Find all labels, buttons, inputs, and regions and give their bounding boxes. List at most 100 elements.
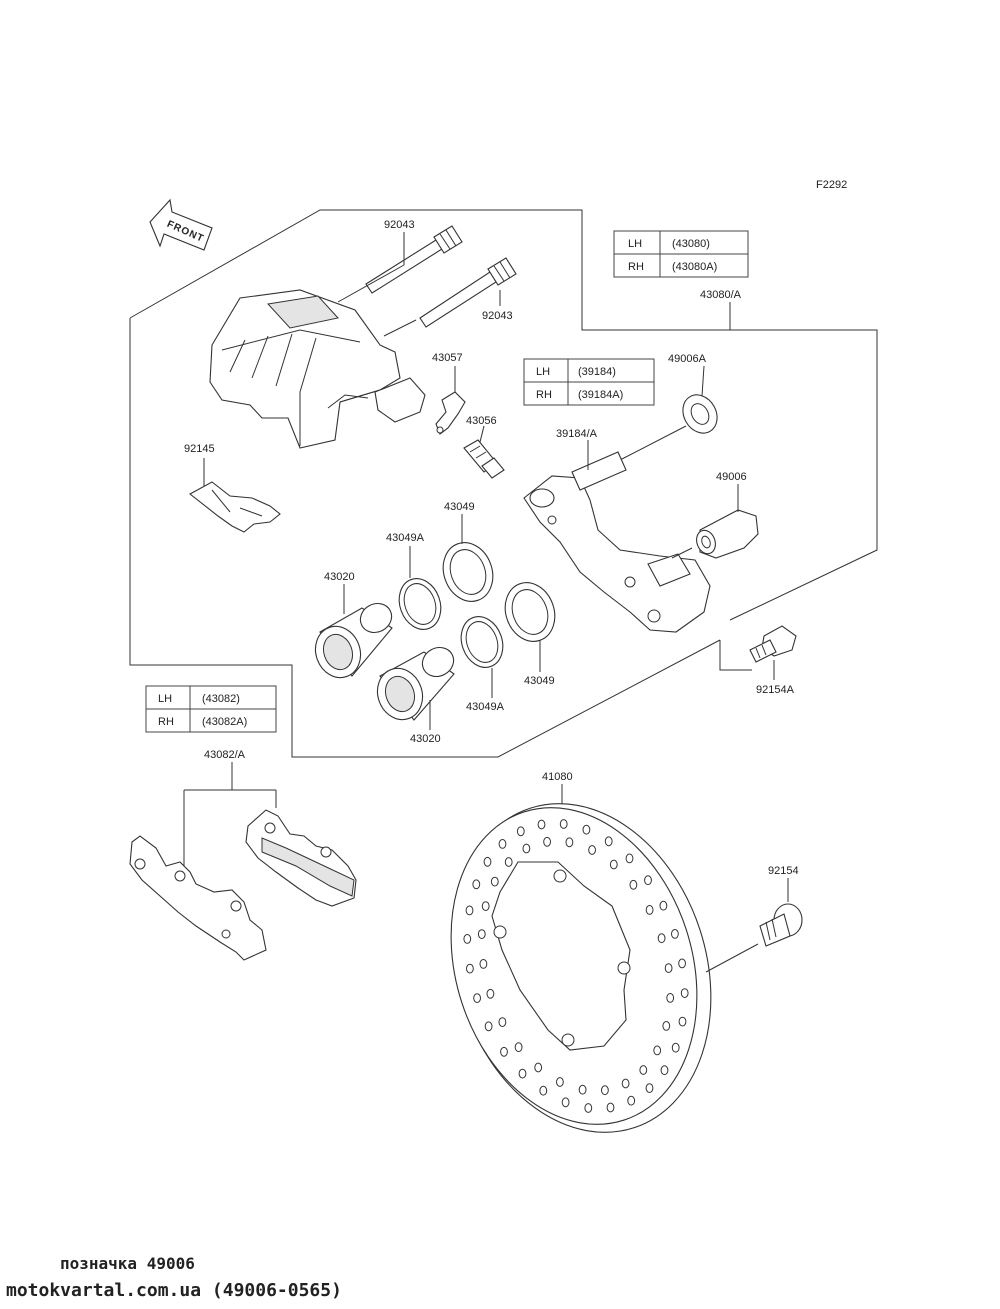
disc-vent-hole xyxy=(653,1045,662,1056)
callout-boot-large: 49006A xyxy=(668,353,707,365)
seal-right xyxy=(504,582,556,642)
disc-vent-hole xyxy=(584,1103,593,1113)
piston-upper xyxy=(314,602,393,679)
disc-vent-hole xyxy=(463,934,472,944)
callout-holder-bolt: 92154A xyxy=(756,684,795,696)
disc-vent-hole xyxy=(484,1021,493,1032)
table-pads-lh-part: (43082) xyxy=(202,693,240,705)
bleeder-cap xyxy=(435,391,466,435)
callout-spring-clip: 92145 xyxy=(184,443,215,455)
caliper-holder xyxy=(523,451,711,633)
callout-caliper-assy: 43080/A xyxy=(700,289,742,301)
disc-vent-hole xyxy=(660,1065,669,1076)
disc-bolt xyxy=(759,903,803,947)
disc-vent-hole xyxy=(625,853,634,864)
table-holder: LH (39184) RH (39184A) xyxy=(523,358,655,406)
disc-vent-hole xyxy=(588,845,596,855)
disc-vent-hole xyxy=(537,819,546,830)
disc-vent-hole xyxy=(504,857,513,867)
disc-vent-hole xyxy=(666,993,675,1003)
disc-vent-hole xyxy=(559,819,568,829)
table-caliper-rh-side: RH xyxy=(628,261,644,273)
disc-vent-hole xyxy=(514,1042,523,1053)
caliper-body xyxy=(209,289,426,449)
boot-small xyxy=(696,509,759,559)
bleeder-valve xyxy=(463,439,505,479)
seal-upper xyxy=(442,542,494,602)
callout-boot-small: 49006 xyxy=(716,471,747,483)
disc-vent-hole xyxy=(479,959,488,969)
disc-vent-hole xyxy=(680,988,689,998)
slide-pin-upper xyxy=(365,225,463,294)
front-arrow: FRONT xyxy=(149,198,213,251)
holder-bolt xyxy=(749,625,797,663)
disc-vent-hole xyxy=(472,879,481,890)
slide-pin-lower xyxy=(419,257,517,328)
disc-vent-hole xyxy=(671,929,679,939)
disc-vent-hole xyxy=(486,988,495,999)
table-caliper-lh-side: LH xyxy=(628,238,642,250)
disc-vent-hole xyxy=(561,1097,570,1108)
table-pads-rh-part: (43082A) xyxy=(202,716,247,728)
disc-vent-hole xyxy=(664,963,673,973)
disc-vent-hole xyxy=(543,836,551,847)
caliper-assembly-outline xyxy=(129,209,878,621)
seal-a-lower xyxy=(460,616,504,668)
disc-vent-hole xyxy=(601,1085,609,1096)
callout-disc: 41080 xyxy=(542,771,573,783)
table-pads-rh-side: RH xyxy=(158,716,174,728)
spring-clip xyxy=(189,481,281,533)
disc-vent-hole xyxy=(609,859,618,870)
boot-large xyxy=(682,394,718,434)
disc-vent-hole xyxy=(465,905,474,916)
figure-code: F2292 xyxy=(816,179,847,191)
disc-vent-hole xyxy=(578,1084,587,1095)
disc-vent-hole xyxy=(582,824,591,835)
brake-disc xyxy=(450,803,712,1133)
callout-piston-lower: 43020 xyxy=(410,733,441,745)
callout-piston-upper: 43020 xyxy=(324,571,355,583)
disc-vent-hole xyxy=(477,929,486,939)
disc-vent-hole xyxy=(621,1078,630,1089)
footer-caption: позначка 49006 xyxy=(60,1254,195,1273)
disc-vent-hole xyxy=(522,843,531,854)
disc-vent-hole xyxy=(466,963,474,974)
disc-vent-hole xyxy=(490,876,499,887)
table-holder-rh-side: RH xyxy=(536,389,552,401)
disc-vent-hole xyxy=(662,1021,671,1031)
disc-vent-hole xyxy=(473,993,482,1003)
table-caliper-lh-part: (43080) xyxy=(672,238,710,250)
seal-a-upper xyxy=(398,578,442,630)
disc-vent-holes xyxy=(463,819,689,1113)
table-pads: LH (43082) RH (43082A) xyxy=(145,685,277,733)
disc-vent-hole xyxy=(539,1085,548,1096)
callout-seal-a-lower: 43049A xyxy=(466,701,505,713)
disc-vent-hole xyxy=(639,1065,648,1075)
disc-vent-hole xyxy=(483,856,492,867)
table-holder-lh-part: (39184) xyxy=(578,366,616,378)
brake-pad-rear xyxy=(245,809,357,907)
table-holder-rh-part: (39184A) xyxy=(578,389,623,401)
callout-seal-upper: 43049 xyxy=(444,501,475,513)
table-pads-lh-side: LH xyxy=(158,693,172,705)
callout-seal-a-upper: 43049A xyxy=(386,532,425,544)
callout-seal-right: 43049 xyxy=(524,675,555,687)
caliper-assembly-outline-bottom xyxy=(129,318,721,758)
table-caliper-assy: LH (43080) RH (43080A) xyxy=(613,230,749,278)
table-caliper-rh-part: (43080A) xyxy=(672,261,717,273)
disc-vent-hole xyxy=(678,958,686,969)
piston-lower xyxy=(376,646,455,721)
disc-vent-hole xyxy=(604,836,613,847)
disc-vent-hole xyxy=(498,839,507,849)
callout-pad-set: 43082/A xyxy=(204,749,246,761)
disc-vent-hole xyxy=(565,837,574,848)
disc-vent-hole xyxy=(534,1062,543,1073)
table-holder-lh-side: LH xyxy=(536,366,550,378)
callout-disc-bolt: 92154 xyxy=(768,865,799,877)
disc-vent-hole xyxy=(678,1016,687,1027)
disc-vent-hole xyxy=(671,1042,680,1053)
disc-vent-hole xyxy=(645,1083,654,1093)
disc-vent-hole xyxy=(645,905,654,915)
brake-pad-front xyxy=(129,835,267,961)
